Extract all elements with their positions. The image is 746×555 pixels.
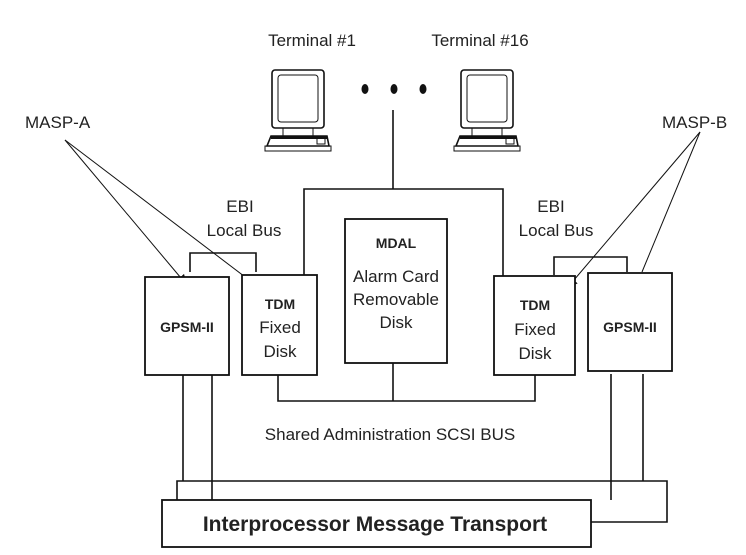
tdm-left-line1: Fixed — [259, 318, 301, 337]
terminal-connection-lines — [303, 110, 504, 276]
masp-b-label: MASP-B — [662, 113, 727, 132]
imt-connection-lines — [176, 374, 668, 523]
tdm-left-box: TDM Fixed Disk — [241, 274, 318, 376]
tdm-right-line1: Fixed — [514, 320, 556, 339]
mdal-line3: Disk — [379, 313, 413, 332]
scsi-bus-lines — [277, 363, 536, 402]
ellipsis-dots — [361, 84, 427, 94]
tdm-right-line2: Disk — [518, 344, 552, 363]
ebi-left-line1: EBI — [226, 197, 253, 216]
ebi-right-line1: EBI — [537, 197, 564, 216]
masp-b-arrows — [567, 131, 701, 288]
masp-a-label: MASP-A — [25, 113, 91, 132]
tdm-left-line2: Disk — [263, 342, 297, 361]
scsi-bus-label: Shared Administration SCSI BUS — [265, 425, 515, 444]
gpsm-right-label: GPSM-II — [603, 319, 657, 335]
imt-label: Interprocessor Message Transport — [203, 513, 547, 536]
gpsm-left-label: GPSM-II — [160, 319, 214, 335]
masp-a-arrows — [64, 139, 258, 287]
imt-box: Interprocessor Message Transport — [161, 499, 592, 548]
mdal-line2: Removable — [353, 290, 439, 309]
terminal-16-label: Terminal #16 — [431, 31, 528, 50]
mdal-title: MDAL — [376, 235, 417, 251]
computer-terminal-icon — [264, 69, 332, 152]
ebi-left-bus — [189, 252, 257, 272]
gpsm-right-box: GPSM-II — [587, 272, 673, 372]
mdal-box: MDAL Alarm Card Removable Disk — [344, 218, 448, 364]
computer-terminal-icon — [453, 69, 521, 152]
ebi-right-line2: Local Bus — [519, 221, 594, 240]
terminal-1-label: Terminal #1 — [268, 31, 356, 50]
tdm-left-title: TDM — [265, 296, 295, 312]
tdm-right-title: TDM — [520, 297, 550, 313]
ebi-left-line2: Local Bus — [207, 221, 282, 240]
tdm-right-box: TDM Fixed Disk — [493, 275, 576, 376]
ebi-right-bus — [553, 256, 628, 275]
gpsm-left-box: GPSM-II — [144, 276, 230, 376]
mdal-line1: Alarm Card — [353, 267, 439, 286]
